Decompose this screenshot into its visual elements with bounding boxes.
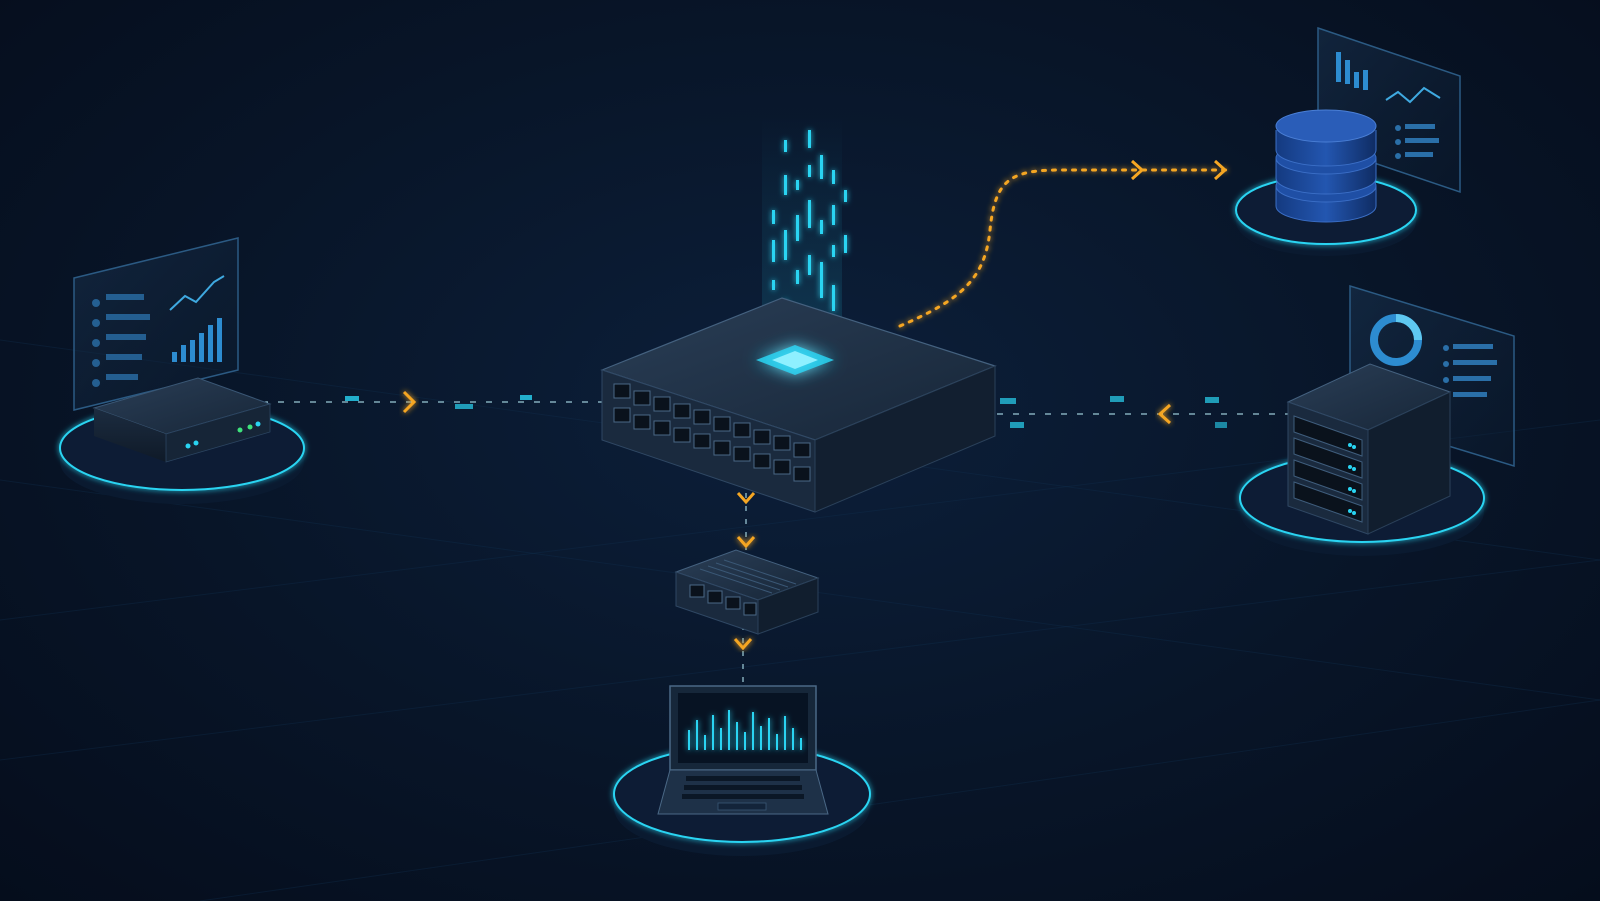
- connection-server-to-switch: [965, 396, 1288, 428]
- port-grid: [613, 383, 811, 482]
- arrow-right-icon: [1213, 159, 1228, 181]
- dashboard-panel: [73, 237, 239, 411]
- audio-bars: [688, 710, 802, 750]
- arrow-down-icon: [736, 492, 756, 505]
- database-icon: [1275, 109, 1377, 223]
- switch-icon: [674, 549, 820, 635]
- connection-switch-to-database: [898, 159, 1232, 328]
- laptop-node[interactable]: [613, 685, 871, 856]
- router-icon: [92, 377, 272, 463]
- arrow-down-icon: [733, 638, 753, 651]
- core-switch-node[interactable]: [600, 115, 997, 513]
- mini-switch-node[interactable]: [674, 549, 820, 635]
- connection-left-to-switch: [262, 390, 602, 414]
- switch-icon: [600, 297, 997, 513]
- arrow-right-icon: [402, 390, 417, 414]
- left-device-node[interactable]: [59, 237, 305, 504]
- server-node[interactable]: [1239, 284, 1515, 556]
- arrow-down-icon: [736, 536, 756, 549]
- database-node[interactable]: [1235, 26, 1461, 256]
- connection-switch-to-mini-switch: [736, 480, 756, 560]
- laptop-icon: [657, 685, 829, 815]
- chip-icon: [756, 345, 834, 375]
- connection-mini-switch-to-laptop: [733, 625, 753, 690]
- arrow-right-icon: [1130, 159, 1145, 181]
- server-icon: [1286, 363, 1452, 535]
- arrow-left-icon: [1157, 403, 1172, 425]
